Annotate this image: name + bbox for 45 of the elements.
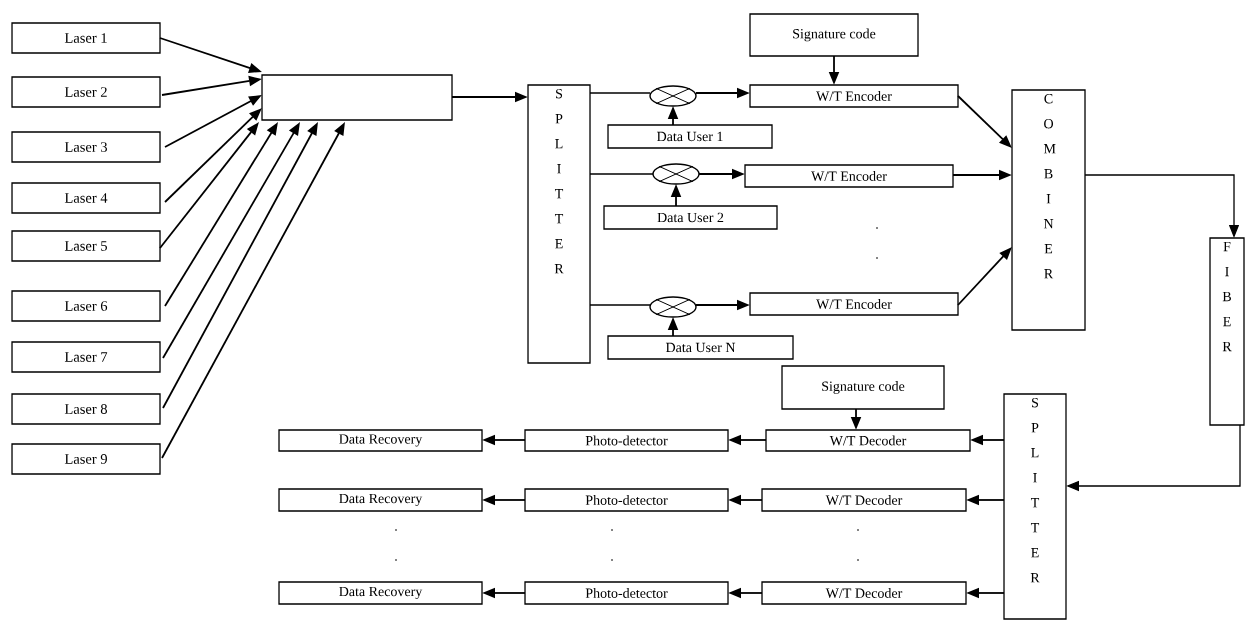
block-box: Signature code xyxy=(749,13,919,57)
laser-box: Laser 9 xyxy=(11,443,161,475)
process-box: W/T Encoder xyxy=(749,292,959,316)
process-box: W/T Decoder xyxy=(761,488,967,512)
ellipsis-dot: . xyxy=(876,257,878,259)
arrow xyxy=(957,95,1012,148)
laser-box: Laser 4 xyxy=(11,182,161,214)
mixer-symbol xyxy=(649,85,697,107)
mixer-symbol xyxy=(649,296,697,318)
process-box: W/T Encoder xyxy=(749,84,959,108)
ellipsis-dot: . xyxy=(857,529,859,531)
laser-box: Laser 1 xyxy=(11,22,161,54)
ellipsis-dot: . xyxy=(857,559,859,561)
block-box xyxy=(261,74,453,121)
laser-box: Laser 5 xyxy=(11,230,161,262)
process-box: Data Recovery xyxy=(278,581,483,605)
process-box: Data User N xyxy=(607,335,794,360)
vertical-block: S P L I T T E R xyxy=(1003,393,1067,620)
laser-box: Laser 7 xyxy=(11,341,161,373)
process-box: Photo-detector xyxy=(524,581,729,605)
process-box: W/T Decoder xyxy=(761,581,967,605)
laser-box: Laser 2 xyxy=(11,76,161,108)
vertical-block: F I B E R xyxy=(1209,237,1245,426)
ellipsis-dot: . xyxy=(611,559,613,561)
arrow xyxy=(957,247,1012,306)
process-box: W/T Encoder xyxy=(744,164,954,188)
ellipsis-dot: . xyxy=(395,559,397,561)
ellipsis-dot: . xyxy=(876,227,878,229)
laser-box: Laser 6 xyxy=(11,290,161,322)
block-box: Signature code xyxy=(781,365,945,410)
process-box: W/T Decoder xyxy=(765,429,971,452)
process-box: Data Recovery xyxy=(278,488,483,512)
process-box: Photo-detector xyxy=(524,488,729,512)
vertical-block: S P L I T T E R xyxy=(527,84,591,364)
process-box: Photo-detector xyxy=(524,429,729,452)
ellipsis-dot: . xyxy=(395,529,397,531)
laser-box: Laser 8 xyxy=(11,393,161,425)
ellipsis-dot: . xyxy=(611,529,613,531)
process-box: Data User 1 xyxy=(607,124,773,149)
process-box: Data Recovery xyxy=(278,429,483,452)
mixer-symbol xyxy=(652,163,700,185)
vertical-block: C O M B I N E R xyxy=(1011,89,1086,331)
arrow xyxy=(164,108,262,203)
laser-box: Laser 3 xyxy=(11,131,161,163)
process-box: Data User 2 xyxy=(603,205,778,230)
